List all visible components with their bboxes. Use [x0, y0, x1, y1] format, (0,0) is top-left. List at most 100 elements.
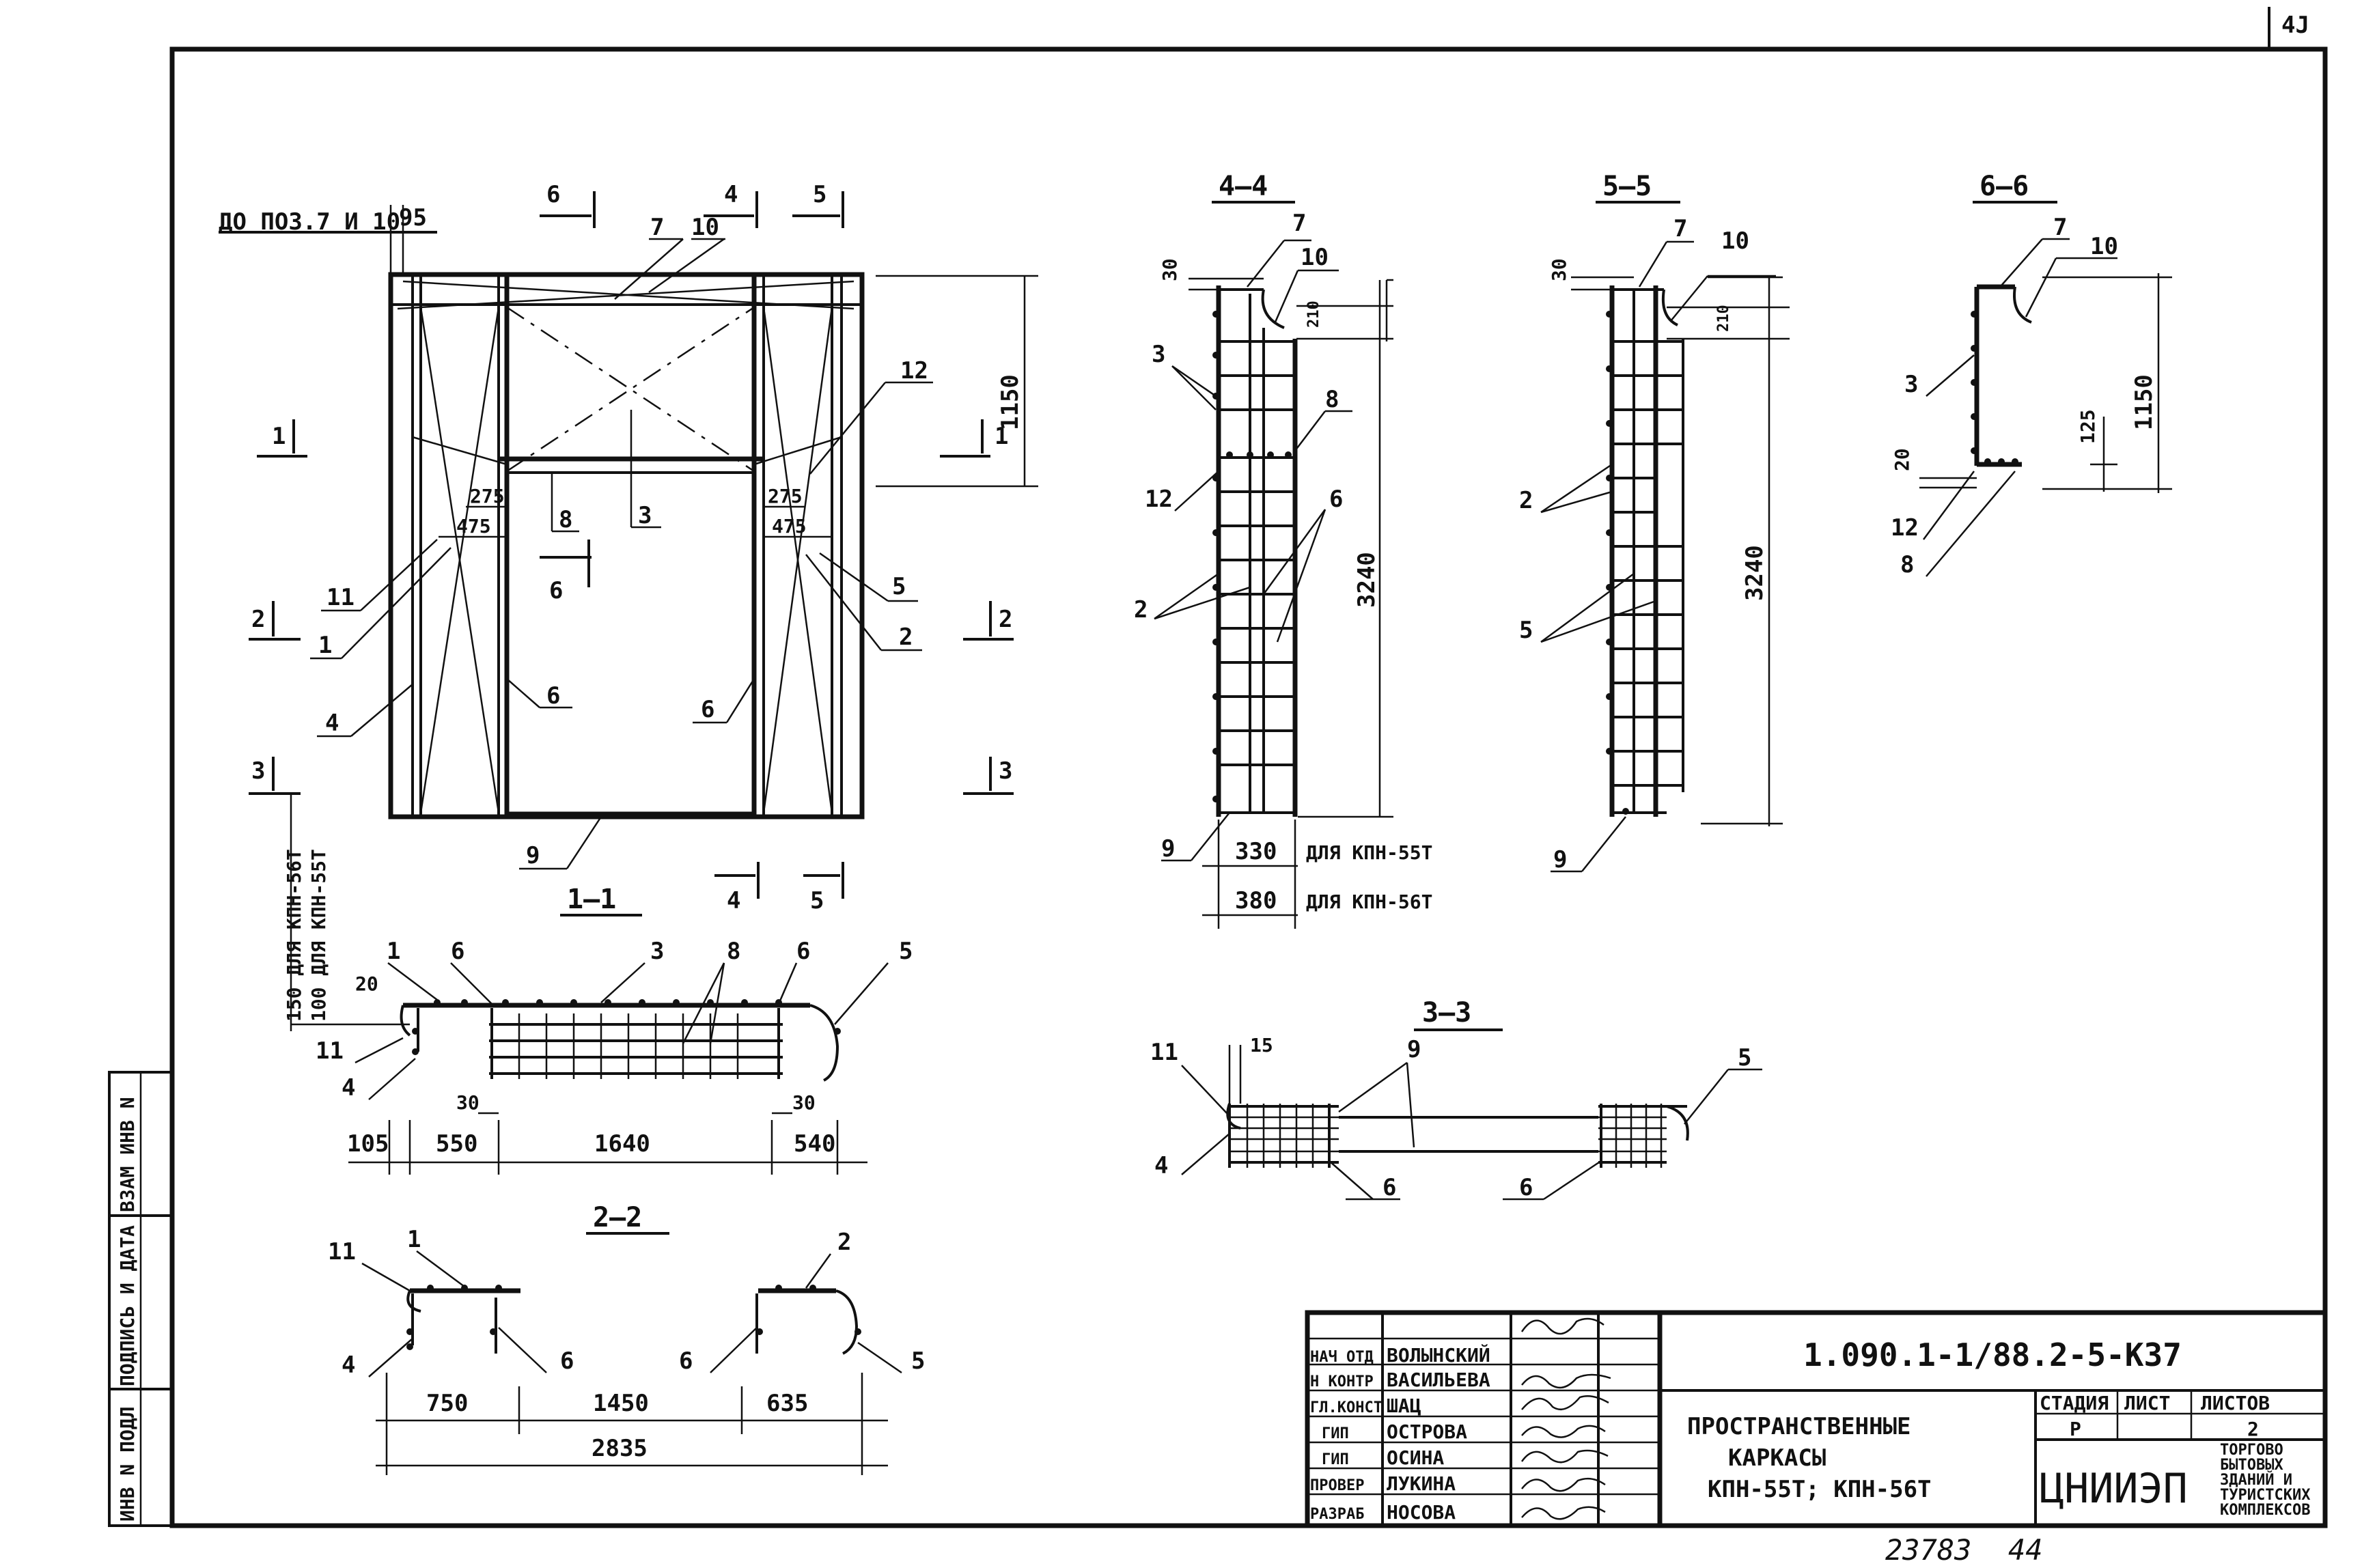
section-2-2-view: [406, 1285, 861, 1355]
svg-text:1150: 1150: [2130, 374, 2158, 430]
opening-dims: 275 475 275 475: [439, 485, 832, 538]
section-2-2-labels: 11 1 4 6 6 2 5: [328, 1226, 925, 1379]
svg-text:6: 6: [701, 696, 714, 723]
svg-text:6: 6: [679, 1347, 693, 1375]
svg-text:1640: 1640: [594, 1130, 650, 1158]
section-4-4-dims: 30 210 3240 330 380 ДЛЯ КПН-55Т ДЛЯ КПН-…: [1158, 258, 1432, 929]
svg-text:2: 2: [837, 1229, 851, 1256]
section-4-4-grid: [1219, 340, 1295, 766]
svg-text:380: 380: [1235, 887, 1277, 914]
stage-value: Р: [2070, 1418, 2081, 1440]
section-3-3-title: 3—3: [1422, 997, 1471, 1028]
svg-text:8: 8: [1325, 386, 1339, 413]
title-line-1: ПРОСТРАНСТВЕННЫЕ: [1687, 1413, 1911, 1440]
svg-text:3: 3: [1904, 371, 1918, 398]
section-1-1-view: [400, 1003, 839, 1082]
svg-text:4: 4: [342, 1074, 355, 1102]
svg-text:1: 1: [407, 1226, 421, 1253]
svg-text:30: 30: [1548, 258, 1570, 281]
document-code: 1.090.1-1/88.2-5-К37: [1803, 1336, 2182, 1373]
role-2: ГЛ.КОНСТ: [1310, 1399, 1383, 1416]
name-6: НОСОВА: [1387, 1501, 1456, 1524]
svg-text:3240: 3240: [1741, 545, 1768, 601]
svg-text:7: 7: [2053, 214, 2067, 241]
sheet-corner-number: 4J: [2281, 12, 2309, 39]
svg-text:275: 275: [470, 485, 505, 507]
svg-text:ДЛЯ КПН-56Т: ДЛЯ КПН-56Т: [1306, 891, 1432, 913]
section-4-4-dots: [1212, 311, 1292, 802]
svg-text:2: 2: [1519, 487, 1533, 514]
svg-text:ДЛЯ КПН-55Т: ДЛЯ КПН-55Т: [1306, 841, 1432, 864]
role-5: ПРОВЕР: [1310, 1477, 1364, 1494]
svg-text:6: 6: [560, 1347, 574, 1375]
svg-text:12: 12: [1145, 486, 1173, 513]
dim-95: 95: [399, 204, 427, 232]
sheets-total-value: 2: [2247, 1418, 2259, 1440]
svg-text:6: 6: [451, 938, 464, 965]
name-0: ВОЛЫНСКИЙ: [1387, 1343, 1490, 1367]
title-block: НАЧ ОТД ВОЛЫНСКИЙ Н КОНТР ВАСИЛЬЕВА ГЛ.К…: [1305, 1310, 2328, 1528]
svg-text:3: 3: [638, 502, 652, 529]
svg-text:6: 6: [1383, 1174, 1396, 1201]
stamp-inv-replace: ВЗАМ ИНВ N: [116, 1097, 139, 1212]
svg-text:125: 125: [2076, 409, 2099, 444]
svg-text:8: 8: [1900, 551, 1914, 578]
section-5-5-grid: [1612, 340, 1683, 787]
svg-text:10: 10: [1301, 244, 1329, 271]
svg-text:9: 9: [526, 842, 540, 869]
svg-text:5: 5: [892, 573, 906, 600]
org-line-4: ТУРИСТСКИХ: [2220, 1487, 2310, 1504]
svg-text:475: 475: [456, 515, 491, 537]
name-2: ШАЦ: [1387, 1395, 1421, 1417]
section-5-5-view: [1609, 285, 1684, 817]
name-5: ЛУКИНА: [1387, 1472, 1456, 1495]
svg-text:12: 12: [900, 357, 928, 384]
svg-text:2: 2: [999, 606, 1012, 633]
svg-text:12: 12: [1891, 514, 1919, 542]
sheets-header: ЛИСТОВ: [2201, 1392, 2270, 1414]
section-4-4-view: [1216, 285, 1298, 817]
section-6-6-title: 6—6: [1979, 171, 2029, 202]
stage-header: СТАДИЯ: [2040, 1392, 2109, 1414]
svg-text:7: 7: [1292, 210, 1306, 237]
svg-text:7: 7: [1673, 215, 1687, 242]
svg-text:2: 2: [251, 606, 265, 633]
svg-text:1: 1: [272, 423, 286, 450]
svg-text:475: 475: [772, 515, 807, 537]
svg-text:210: 210: [1305, 300, 1322, 328]
section-1-1-title: 1—1: [567, 884, 616, 915]
svg-text:540: 540: [794, 1130, 835, 1158]
svg-text:20: 20: [355, 972, 378, 995]
svg-text:11: 11: [328, 1238, 356, 1265]
svg-text:5: 5: [911, 1347, 925, 1375]
svg-text:9: 9: [1161, 835, 1175, 863]
drawing-frame: [169, 46, 2328, 1528]
svg-text:210: 210: [1715, 305, 1732, 332]
role-4: ГИП: [1322, 1451, 1349, 1468]
svg-text:4: 4: [342, 1352, 355, 1379]
section-1-1-dots: [412, 999, 841, 1055]
svg-text:11: 11: [316, 1037, 344, 1065]
main-elevation-view: [388, 272, 865, 820]
svg-text:8: 8: [727, 938, 740, 965]
svg-text:10: 10: [2090, 233, 2118, 260]
svg-text:3: 3: [1152, 341, 1165, 368]
section-6-6-view: [1971, 284, 2032, 467]
svg-text:550: 550: [436, 1130, 477, 1158]
svg-text:5: 5: [899, 938, 913, 965]
section-6-6-labels: 7 10 3 20 12 8: [1891, 214, 2118, 578]
cut-markers: 6 4 5 1 1 2 2 3 3 6 4 5: [249, 181, 1014, 914]
name-4: ОСИНА: [1387, 1446, 1444, 1469]
svg-text:750: 750: [426, 1390, 468, 1417]
svg-text:8: 8: [559, 506, 572, 533]
svg-text:9: 9: [1407, 1036, 1421, 1063]
svg-text:105: 105: [347, 1130, 389, 1158]
sheet-header: ЛИСТ: [2124, 1392, 2170, 1414]
svg-text:6: 6: [796, 938, 810, 965]
org-logo: ЦНИИЭП: [2040, 1465, 2188, 1513]
section-2-2-title: 2—2: [593, 1202, 642, 1233]
role-6: РАЗРАБ: [1310, 1506, 1364, 1523]
svg-text:4: 4: [325, 710, 339, 737]
name-1: ВАСИЛЬЕВА: [1387, 1369, 1490, 1391]
stamp-inv-original: ИНВ N ПОДЛ: [116, 1406, 139, 1522]
